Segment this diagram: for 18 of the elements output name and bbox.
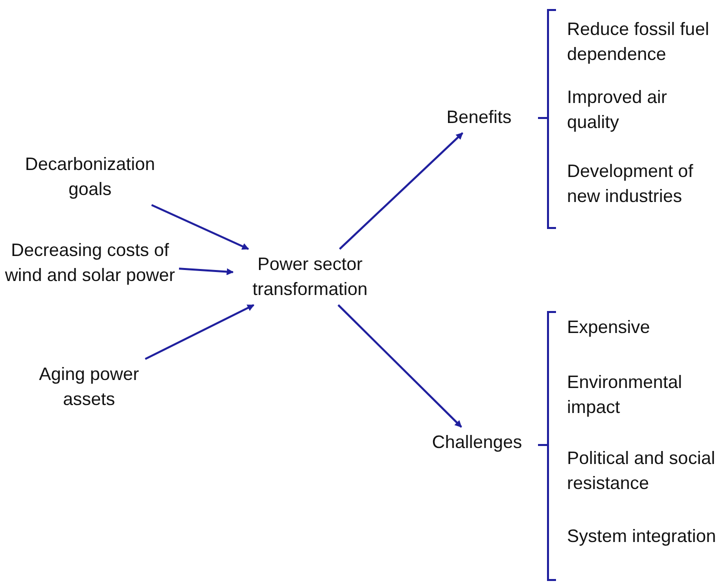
list-item: Expensive <box>567 316 652 339</box>
node-label: Aging power assets <box>24 362 154 412</box>
list-item: Development of new industries <box>567 160 694 208</box>
list-item: Political and social resistance <box>567 447 716 495</box>
node-label: Decreasing costs of wind and solar power <box>4 238 176 288</box>
list-item: Improved air quality <box>567 86 668 134</box>
arrow <box>144 304 254 360</box>
arrow <box>178 268 234 276</box>
arrow <box>338 304 462 428</box>
list-item: Environmental impact <box>567 371 684 419</box>
list-item: System integration <box>567 525 717 548</box>
arrow <box>151 204 250 250</box>
arrow <box>338 132 464 250</box>
node-label: Benefits <box>436 105 522 130</box>
node-label: Challenges <box>424 430 530 455</box>
list-item: Reduce fossil fuel dependence <box>567 18 710 66</box>
node-label: Power sector transformation <box>236 252 384 302</box>
node-label: Decarbonization goals <box>8 152 172 202</box>
